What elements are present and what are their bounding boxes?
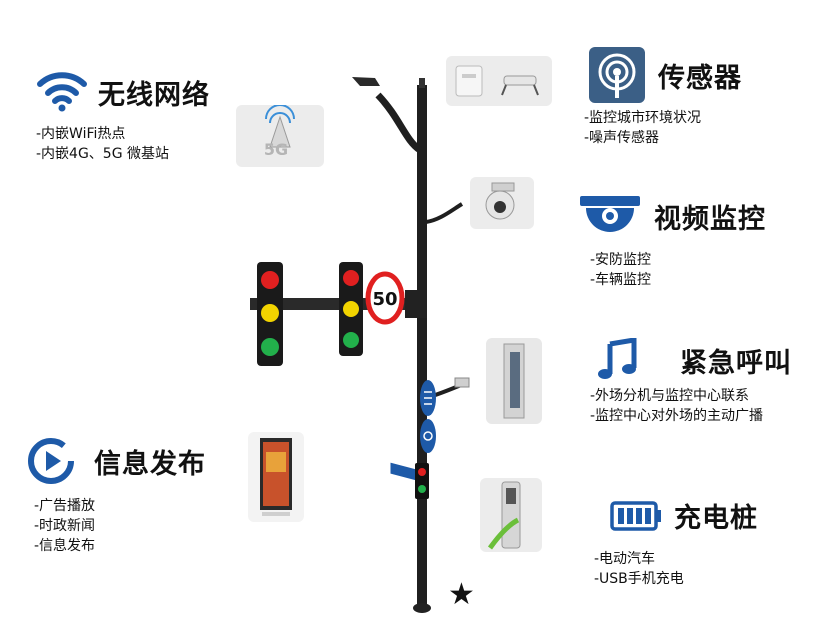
- list-item: -电动汽车: [594, 551, 656, 567]
- sensor-icon: [588, 46, 646, 104]
- antenna-icon: 5G: [264, 105, 295, 159]
- list-item: -噪声传感器: [584, 130, 660, 146]
- feature-info: 信息发布 -广告播放 -时政新闻 -信息发布: [26, 436, 206, 556]
- feature-info-title: 信息发布: [94, 448, 206, 480]
- play-circle-icon: [26, 436, 76, 486]
- feature-emergency-list: -外场分机与监控中心联系 -监控中心对外场的主动广播: [590, 386, 792, 426]
- list-item: -内嵌4G、5G 微基站: [36, 146, 170, 162]
- light-yellow: [261, 304, 279, 322]
- feature-emergency: 紧急呼叫 -外场分机与监控中心联系 -监控中心对外场的主动广播: [590, 337, 792, 426]
- camera-arm: [425, 202, 464, 224]
- thumb-emergency-screen: [486, 338, 542, 424]
- feature-wifi: 无线网络 -内嵌WiFi热点 -内嵌4G、5G 微基站: [36, 70, 210, 164]
- list-item: -监控城市环境状况: [584, 110, 702, 126]
- list-item: -车辆监控: [590, 272, 652, 288]
- arm-bracket: [405, 290, 427, 318]
- feature-video: 视频监控 -安防监控 -车辆监控: [578, 194, 766, 290]
- feature-wifi-list: -内嵌WiFi热点 -内嵌4G、5G 微基站: [36, 124, 210, 164]
- list-item: -监控中心对外场的主动广播: [590, 408, 764, 424]
- screen-panel-icon: [510, 352, 520, 408]
- list-item: -安防监控: [590, 252, 652, 268]
- feature-charging-title: 充电桩: [674, 503, 758, 534]
- feature-info-list: -广告播放 -时政新闻 -信息发布: [34, 496, 206, 556]
- small-camera: [454, 377, 470, 388]
- thumb-charging: [480, 478, 542, 552]
- light-green: [343, 332, 359, 348]
- list-item: -信息发布: [34, 538, 96, 554]
- pole-base: [413, 603, 431, 613]
- feature-sensor-list: -监控城市环境状况 -噪声传感器: [584, 108, 742, 148]
- feature-video-list: -安防监控 -车辆监控: [590, 250, 766, 290]
- pedestrian-light: [415, 463, 429, 499]
- pole-top: [419, 78, 425, 88]
- main-pole: [417, 85, 427, 607]
- speed-limit-value: 50: [372, 289, 397, 310]
- music-note-icon: [596, 337, 640, 382]
- star-icon: ★: [448, 577, 475, 612]
- battery-icon: [610, 499, 662, 533]
- list-item: -内嵌WiFi热点: [36, 126, 126, 142]
- charging-plug-icon: [506, 488, 516, 504]
- traffic-light-right: [339, 262, 363, 356]
- light-green: [261, 338, 279, 356]
- feature-video-title: 视频监控: [654, 203, 766, 235]
- feature-charging-list: -电动汽车 -USB手机充电: [594, 549, 758, 589]
- thumb-5g: 5G: [236, 105, 324, 167]
- light-red: [343, 270, 359, 286]
- ad-screen-icon: [263, 442, 289, 506]
- feature-sensor-title: 传感器: [658, 62, 742, 94]
- noise-sensor-icon: [503, 75, 537, 86]
- feature-sensor: 传感器 -监控城市环境状况 -噪声传感器: [584, 46, 742, 148]
- feature-wifi-title: 无线网络: [98, 79, 210, 111]
- wifi-icon: [36, 70, 88, 114]
- traffic-light-left: [257, 262, 283, 366]
- camera-icon: [578, 194, 642, 238]
- list-item: -外场分机与监控中心联系: [590, 388, 750, 404]
- thumb-sensor: [446, 56, 552, 106]
- list-item: -时政新闻: [34, 518, 96, 534]
- speed-limit-sign: 50: [365, 271, 405, 325]
- thumb-5g-label: 5G: [264, 140, 288, 159]
- feature-emergency-title: 紧急呼叫: [680, 347, 792, 379]
- thumb-info-screen: [248, 432, 304, 522]
- light-yellow: [343, 301, 359, 317]
- blue-signs: [420, 380, 436, 453]
- lamp-arm: [375, 92, 423, 153]
- list-item: -广告播放: [34, 498, 96, 514]
- sensor-box-icon: [455, 65, 483, 97]
- thumb-dome-camera: [470, 177, 534, 229]
- feature-charging: 充电桩 -电动汽车 -USB手机充电: [594, 496, 758, 589]
- light-red: [261, 271, 279, 289]
- lamp-head: [352, 77, 380, 86]
- list-item: -USB手机充电: [594, 571, 684, 587]
